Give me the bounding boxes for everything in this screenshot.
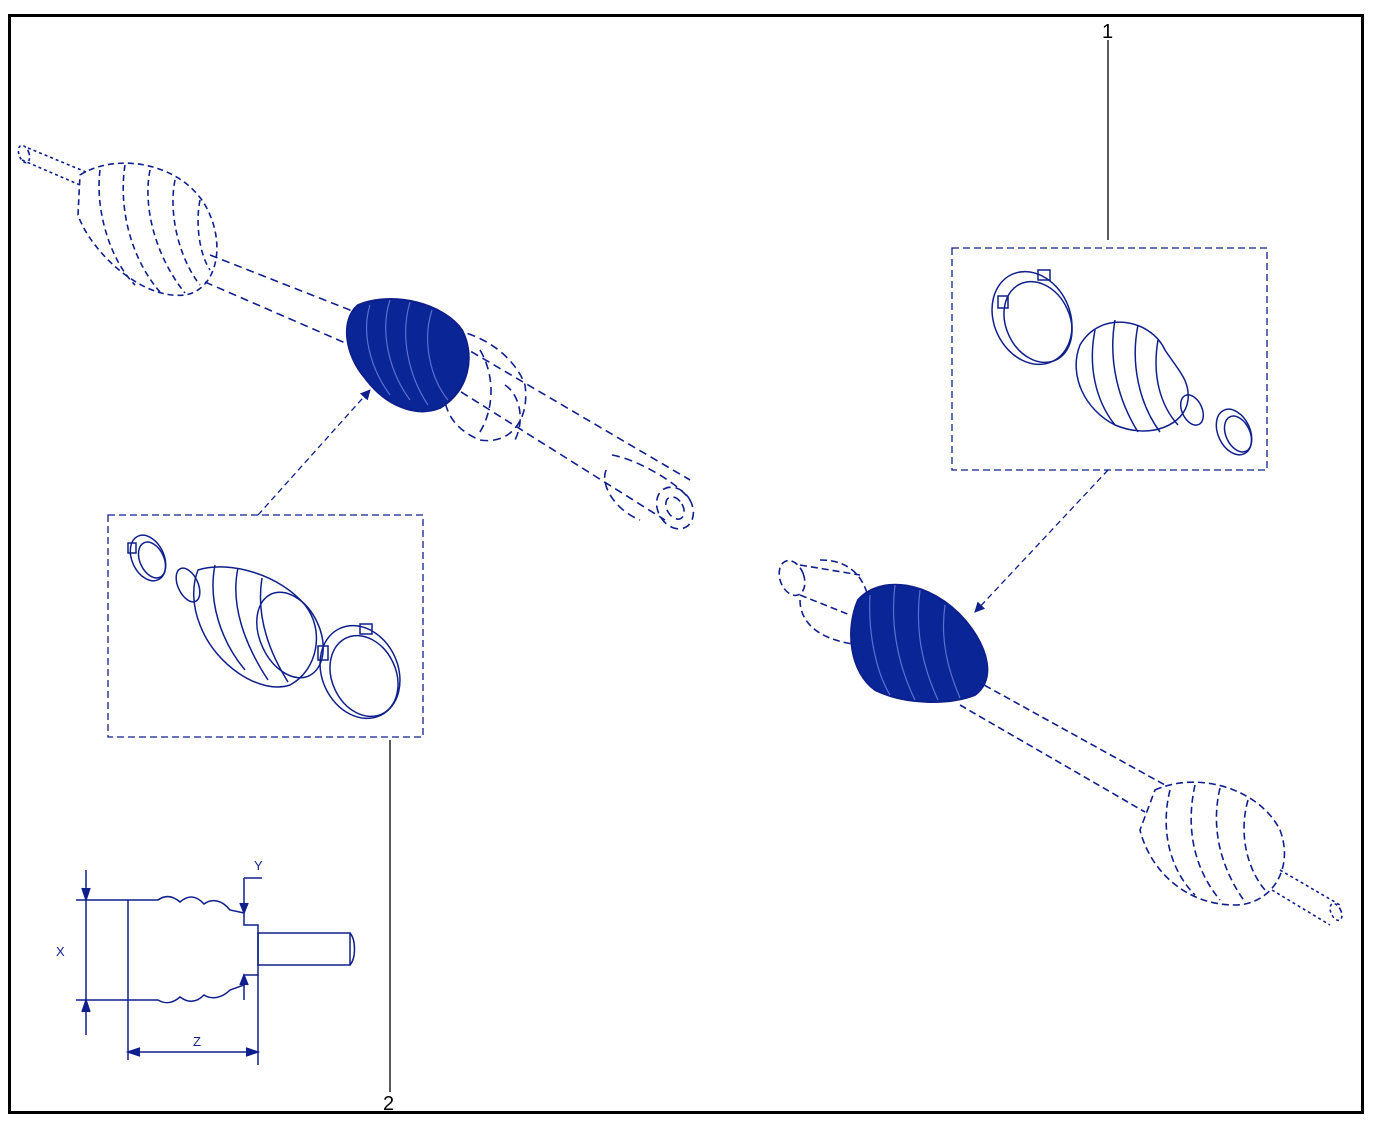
arrow-kit1 [974,469,1109,613]
dimension-x-label: X [56,944,65,959]
arrow-kit2 [257,389,371,516]
boot-kit-inner [107,514,424,738]
boot-dimension-sketch [76,870,356,1065]
highlighted-boot-left [345,298,470,413]
dimension-z-label: Z [193,1034,201,1049]
highlighted-boot-right [850,583,989,703]
dimension-y-label: Y [254,858,263,873]
callout-1: 1 [1102,21,1114,43]
drawing-frame [8,14,1364,1114]
boot-kit-outer [951,247,1268,471]
driveshaft-left [17,144,695,530]
driveshaft-right [778,559,1343,926]
callout-2: 2 [383,1093,395,1115]
